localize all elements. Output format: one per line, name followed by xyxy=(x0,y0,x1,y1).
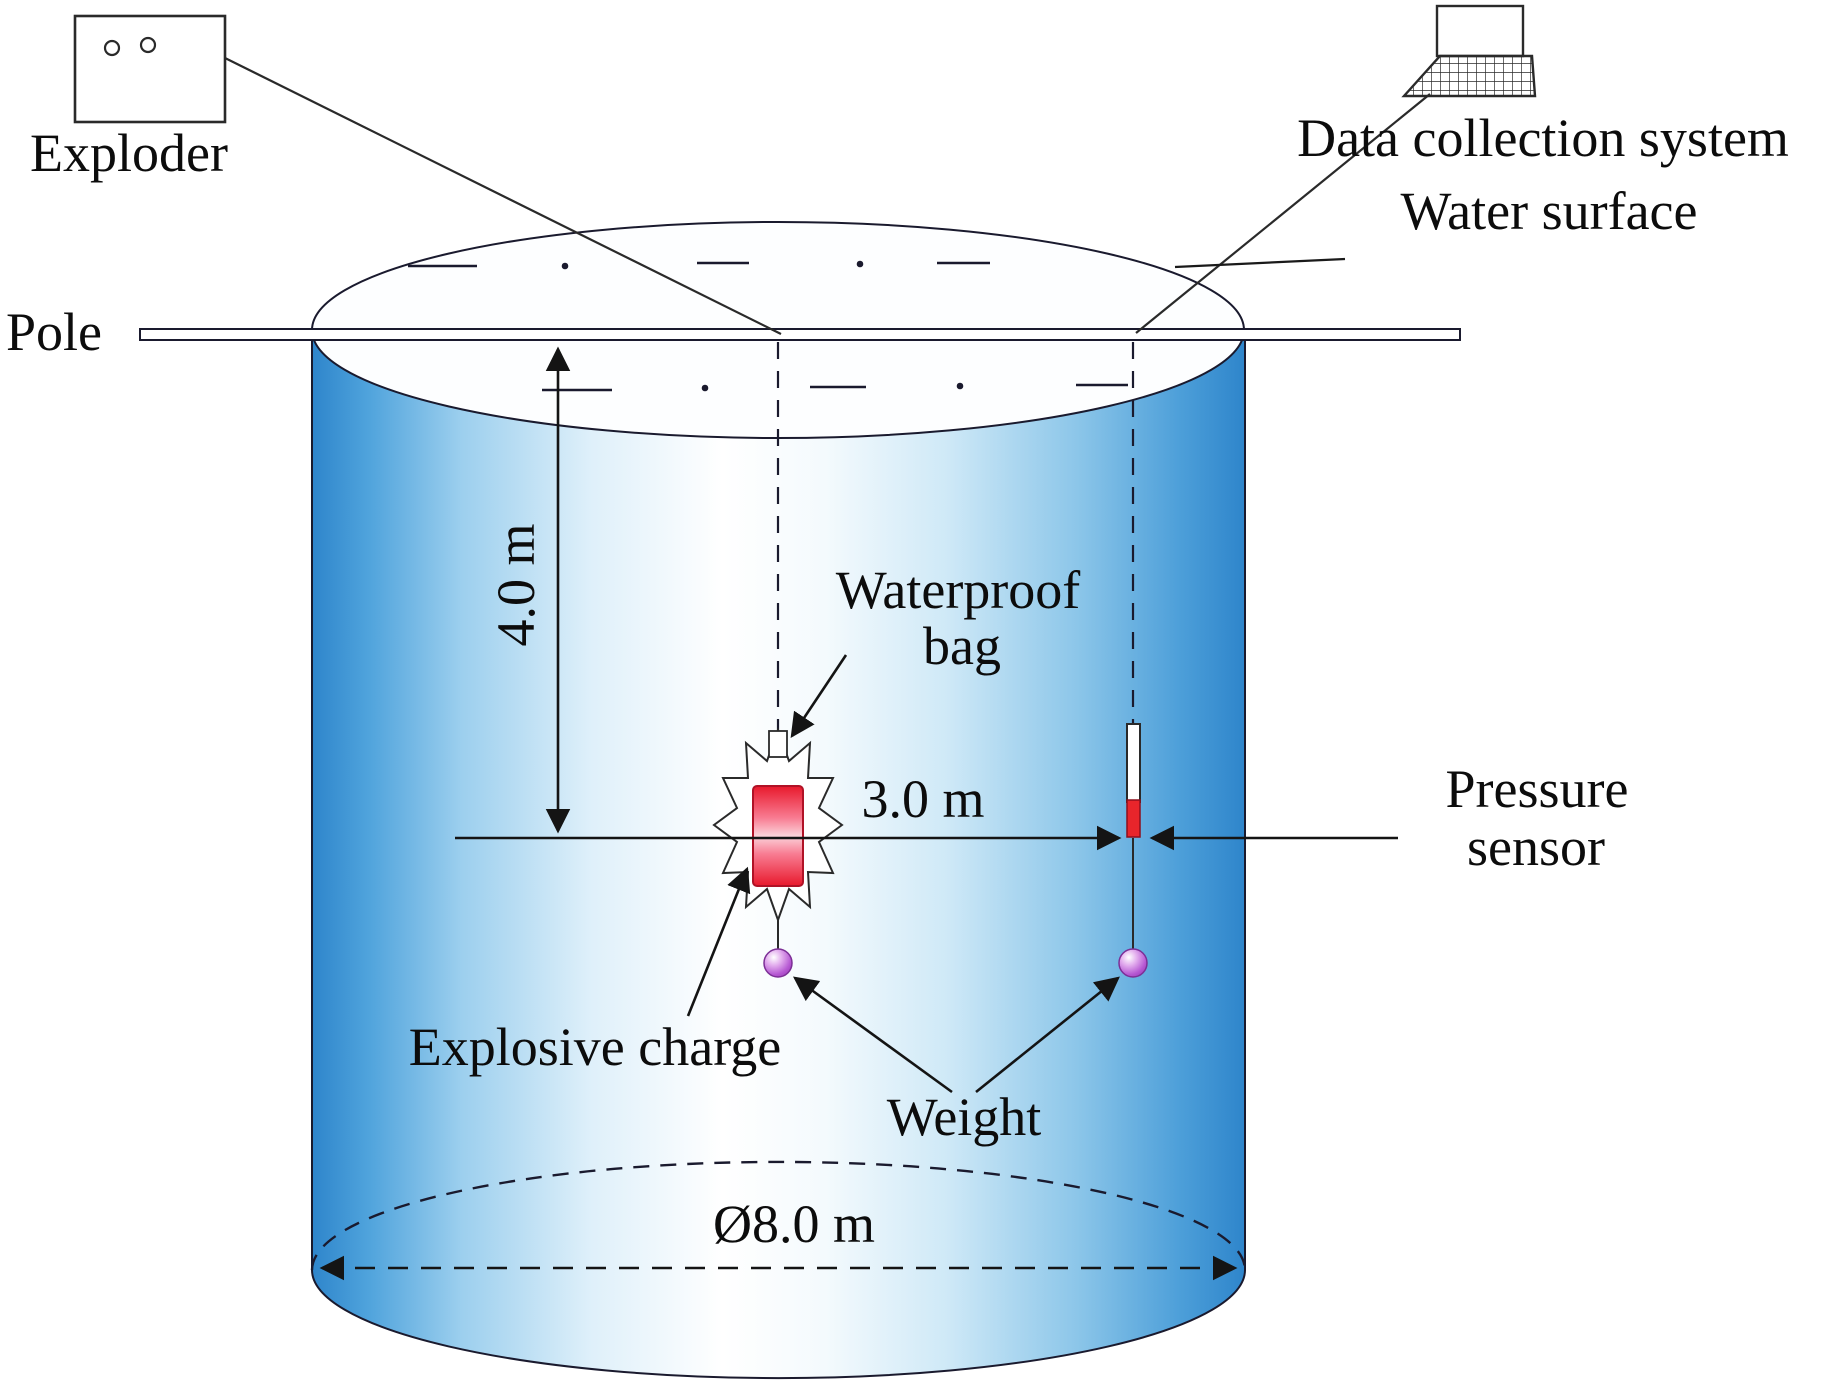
weight-sphere-right xyxy=(1118,948,1148,978)
exploder-box-icon xyxy=(73,14,227,124)
exploder-terminal-left xyxy=(103,39,121,57)
distance-dimension-label: 3.0 m xyxy=(861,768,985,829)
water-surface-label: Water surface xyxy=(1400,180,1698,241)
depth-dimension-label: 4.0 m xyxy=(485,523,546,647)
tank-bottom-edge xyxy=(311,1269,1246,1380)
tank-bottom-hidden-edge xyxy=(310,1160,1247,1271)
explosive-charge-body xyxy=(752,785,804,887)
weight-pointer-right xyxy=(975,976,1120,1094)
laptop-wire xyxy=(1135,93,1431,334)
laptop-screen xyxy=(1435,4,1525,58)
waterproof-bag-pointer xyxy=(790,654,848,739)
data-collection-system-label: Data collection system xyxy=(1297,107,1789,168)
pressure-sensor-label-line1: Pressure xyxy=(1445,758,1629,819)
exploder-label: Exploder xyxy=(30,123,228,183)
exploder-box xyxy=(73,14,227,124)
laptop-keyboard xyxy=(1401,54,1537,98)
exploder-terminal-right xyxy=(139,36,157,54)
pressure-sensor-body xyxy=(1126,723,1141,803)
pole-label: Pole xyxy=(6,302,103,362)
weight-sphere-left xyxy=(763,948,793,978)
laptop-icon xyxy=(1401,4,1537,98)
waterproof-bag-label-line2: bag xyxy=(923,615,1001,676)
pressure-sensor-tip xyxy=(1126,799,1141,838)
exploder-wire xyxy=(224,57,782,335)
pressure-sensor-label-line2: sensor xyxy=(1467,816,1605,877)
diameter-dimension-label: Ø8.0 m xyxy=(713,1193,875,1254)
weight-pointer-left xyxy=(793,976,953,1094)
explosive-charge-label: Explosive charge xyxy=(408,1016,782,1077)
weight-label: Weight xyxy=(886,1086,1042,1147)
waterproof-bag-label-line1: Waterproof xyxy=(835,559,1081,620)
water-surface-pointer xyxy=(1174,257,1346,269)
pole-bar xyxy=(139,328,1461,341)
explosive-charge-pointer xyxy=(686,866,751,1017)
waterproof-bag-neck xyxy=(768,730,788,758)
